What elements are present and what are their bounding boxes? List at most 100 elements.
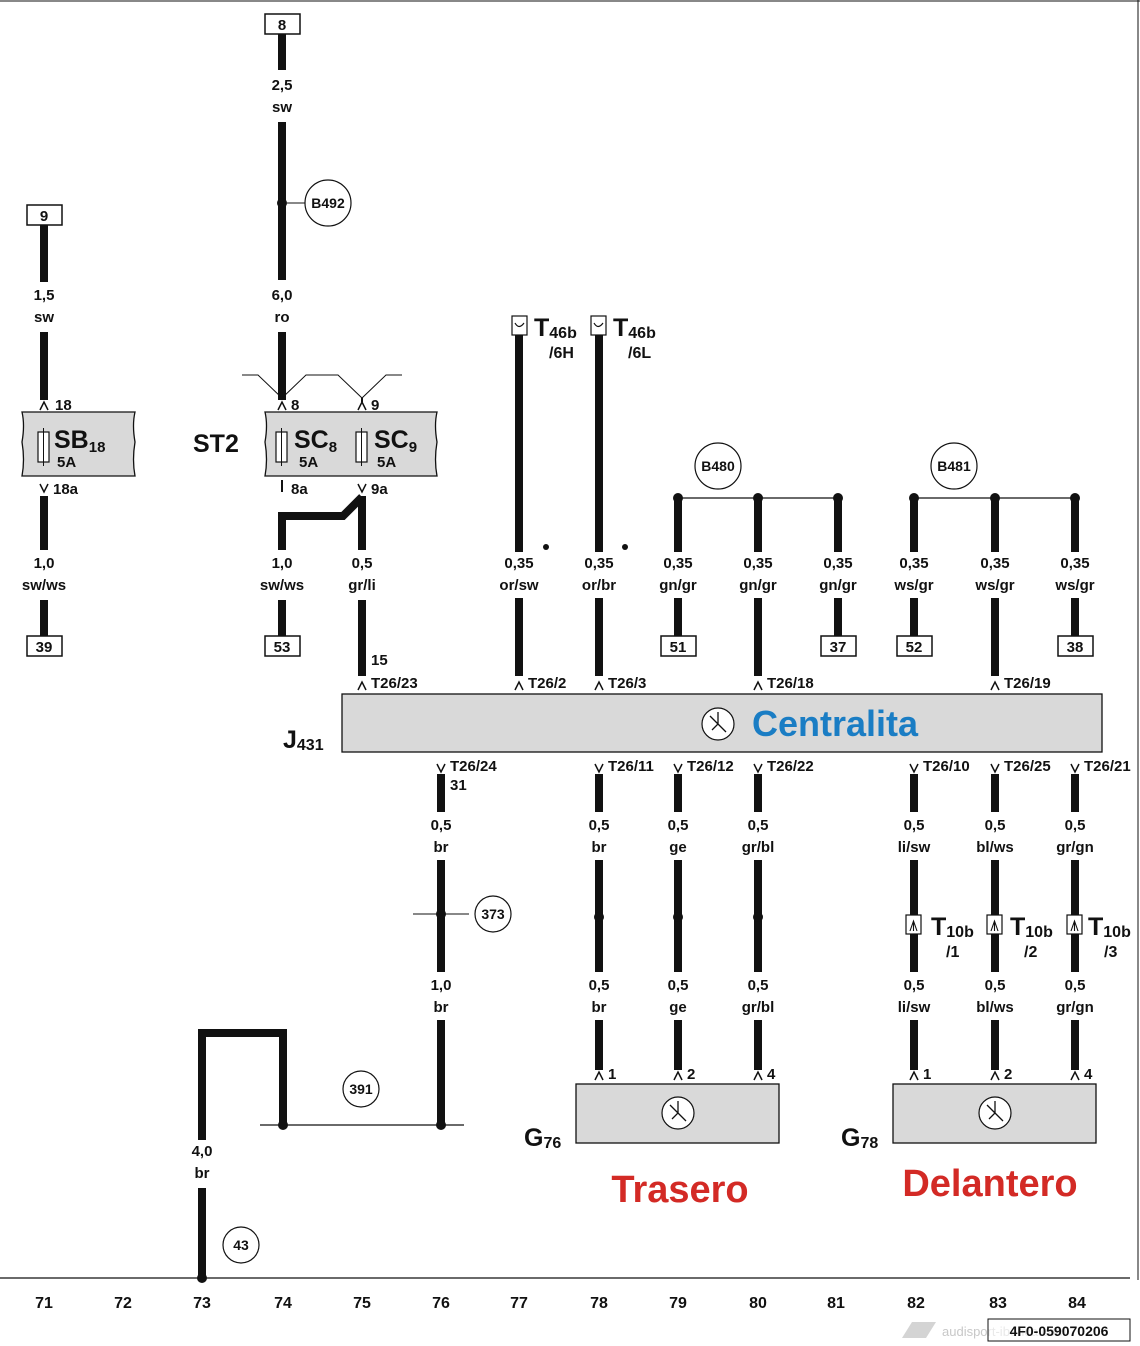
t46b-6h-connector-icon (511, 315, 528, 336)
wire-label: 0,35 (663, 555, 692, 572)
t46b-6h-pin: /6H (549, 345, 574, 362)
connector-52 (896, 635, 933, 657)
callout-b480-label: B480 (701, 458, 735, 474)
pin-label: 31 (450, 777, 467, 794)
pin-label: T26/2 (528, 675, 566, 692)
pin-label: 2 (687, 1066, 695, 1083)
wire-label: li/sw (898, 839, 931, 856)
callout-b492 (304, 179, 352, 227)
wire-label: br (592, 999, 607, 1016)
wire-label: br (434, 999, 449, 1016)
wire-label: 0,35 (899, 555, 928, 572)
wire-label: 0,35 (584, 555, 613, 572)
t10b-2-label: T10b (1010, 913, 1053, 941)
column-number: 74 (274, 1295, 292, 1312)
fuse-sb18-rating: 5A (57, 454, 76, 471)
wire-label: li/sw (898, 999, 931, 1016)
wire-label: bl/ws (976, 839, 1014, 856)
pin-label: 4 (1084, 1066, 1093, 1083)
pin-label: 18a (53, 481, 79, 498)
wire-label: 0,5 (904, 817, 925, 834)
splice-dot (277, 198, 287, 208)
pin-label: T26/11 (608, 758, 654, 775)
fuse-holder-outline (242, 374, 402, 399)
wire-label: ws/gr (893, 577, 933, 594)
connector-38-label: 38 (1067, 639, 1084, 656)
wire-label: 0,5 (748, 817, 769, 834)
wire-label: gr/gn (1056, 999, 1094, 1016)
t10b-1-label: T10b (931, 913, 974, 941)
wire-label: 1,0 (272, 555, 293, 572)
t10b-3-pin: /3 (1104, 944, 1117, 961)
connector-39 (26, 635, 63, 657)
fuse-box-st2 (264, 411, 438, 477)
doc-id-box (987, 1318, 1131, 1342)
wire-label: gr/gn (1056, 839, 1094, 856)
wire-label: 0,5 (1065, 817, 1086, 834)
connector-9-label: 9 (40, 208, 48, 225)
callout-b481 (930, 442, 978, 490)
wire-label: br (195, 1165, 210, 1182)
pin-label: 2 (1004, 1066, 1012, 1083)
callout-43-label: 43 (233, 1237, 249, 1253)
column-number: 83 (989, 1295, 1007, 1312)
callout-373 (474, 895, 512, 933)
wire-label: 0,35 (823, 555, 852, 572)
fuse-sc9-label: SC9 (374, 426, 417, 456)
wire-label: gr/bl (742, 999, 775, 1016)
wire-label: gr/li (348, 577, 376, 594)
wire-label: sw (34, 309, 54, 326)
column-number: 75 (353, 1295, 371, 1312)
twisted-pair-dot (622, 544, 628, 550)
pin-label: T26/21 (1084, 758, 1131, 775)
wire-label: 6,0 (272, 287, 293, 304)
connector-37-label: 37 (830, 639, 847, 656)
pin-label: 18 (55, 397, 72, 414)
wire-label: 0,5 (589, 977, 610, 994)
g76-caption: Trasero (611, 1169, 748, 1211)
wire-label: gn/gr (659, 577, 697, 594)
wire-label: 1,0 (431, 977, 452, 994)
column-number: 80 (749, 1295, 767, 1312)
column-number: 81 (827, 1295, 845, 1312)
wire-label: 0,5 (589, 817, 610, 834)
j431-title: Centralita (752, 703, 919, 744)
column-number: 73 (193, 1295, 211, 1312)
pin-label: 1 (608, 1066, 616, 1083)
wire-label: gn/gr (819, 577, 857, 594)
wire-label: ws/gr (974, 577, 1014, 594)
t10b-3-label: T10b (1088, 913, 1131, 941)
fuse-sc9-rating: 5A (377, 454, 396, 471)
wire-label: ge (669, 999, 687, 1016)
wire-label: 0,5 (352, 555, 373, 572)
wire-label: ge (669, 839, 687, 856)
fuse-box-sb18 (21, 411, 136, 477)
pin-label: 8 (291, 397, 299, 414)
pin-label: T26/23 (371, 675, 418, 692)
column-number: 79 (669, 1295, 687, 1312)
column-number: 71 (35, 1295, 53, 1312)
wire-label: 2,5 (272, 77, 293, 94)
connector-53-label: 53 (274, 639, 291, 656)
wire-label: sw/ws (22, 577, 66, 594)
pin-label: 1 (923, 1066, 931, 1083)
pin-label: T26/12 (687, 758, 734, 775)
column-number: 72 (114, 1295, 132, 1312)
column-number: 77 (510, 1295, 528, 1312)
fuse-sc8-label: SC8 (294, 426, 337, 456)
t46b-6l-label: T46b (613, 314, 656, 342)
pin-label: T26/3 (608, 675, 646, 692)
wire-label: 0,5 (904, 977, 925, 994)
wire-label: br (434, 839, 449, 856)
wire-label: 0,5 (668, 977, 689, 994)
twisted-pair-dot (543, 544, 549, 550)
wire-label: 1,0 (34, 555, 55, 572)
wire-label: 0,5 (985, 817, 1006, 834)
wire-label: 1,5 (34, 287, 55, 304)
column-number: 76 (432, 1295, 450, 1312)
pin-label: 9 (371, 397, 379, 414)
column-number: 78 (590, 1295, 608, 1312)
pin-label: 15 (371, 652, 388, 669)
pin-label: T26/18 (767, 675, 814, 692)
pin-label: T26/22 (767, 758, 814, 775)
